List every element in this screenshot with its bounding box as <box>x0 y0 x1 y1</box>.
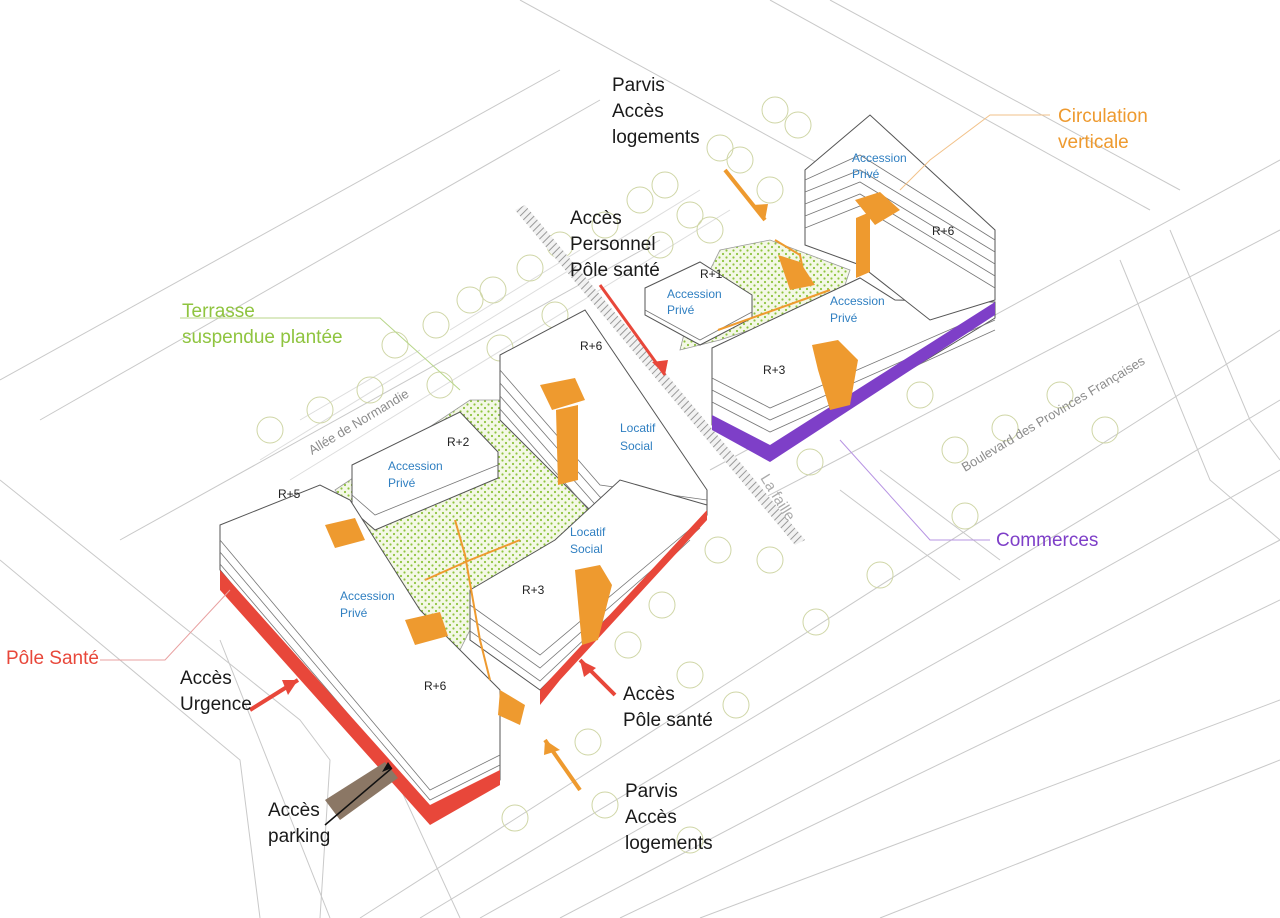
level-west-r6-south: R+6 <box>424 679 447 693</box>
callout-acces-sante-1: Accès <box>623 684 675 705</box>
use-east-r3-1: Accession <box>830 294 885 308</box>
level-west-r3: R+3 <box>522 583 545 597</box>
callout-pole-sante: Pôle Santé <box>6 648 99 669</box>
use-east-r6-1: Accession <box>852 151 907 165</box>
level-west-r6-north: R+6 <box>580 339 603 353</box>
use-west-r6-north-1: Locatif <box>620 421 656 435</box>
west-block <box>219 309 708 825</box>
callout-parking-1: Accès <box>268 800 320 821</box>
use-east-r1-2: Privé <box>667 303 695 317</box>
leader-lines <box>100 589 231 661</box>
callout-parvis-bottom-1: Parvis <box>625 781 678 802</box>
callout-urgence-2: Urgence <box>180 694 252 715</box>
callout-parvis-top-3: logements <box>612 127 700 148</box>
callout-personnel-1: Accès <box>570 208 622 229</box>
use-west-r6-south-2: Privé <box>340 606 368 620</box>
callout-parvis-bottom-3: logements <box>625 833 713 854</box>
parking-row <box>259 189 731 481</box>
west-sante-base-east <box>540 510 707 705</box>
callout-urgence-1: Accès <box>180 668 232 689</box>
callout-parking-2: parking <box>268 826 330 847</box>
callout-commerces: Commerces <box>996 530 1098 551</box>
callout-parvis-bottom-2: Accès <box>625 807 677 828</box>
east-block <box>644 114 996 462</box>
level-east-r3: R+3 <box>763 363 786 377</box>
level-east-r1: R+1 <box>700 267 723 281</box>
use-west-r6-south-1: Accession <box>340 589 395 603</box>
la-faille-hatch <box>515 205 805 545</box>
callout-personnel-3: Pôle santé <box>570 260 660 281</box>
use-west-r2-2: Privé <box>388 476 416 490</box>
use-west-r2-1: Accession <box>388 459 443 473</box>
use-west-r3-1: Locatif <box>570 525 606 539</box>
callout-terrasse-2: suspendue plantée <box>182 327 343 348</box>
callout-parvis-top-1: Parvis <box>612 75 665 96</box>
arrow-heads <box>282 204 768 772</box>
callout-circulation-2: verticale <box>1058 132 1129 153</box>
level-west-r2: R+2 <box>447 435 470 449</box>
callout-circulation-1: Circulation <box>1058 106 1148 127</box>
west-sante-base <box>220 570 500 825</box>
callout-terrasse-1: Terrasse <box>182 301 255 322</box>
callout-parvis-top-2: Accès <box>612 101 664 122</box>
level-east-r6: R+6 <box>932 224 955 238</box>
level-west-r5: R+5 <box>278 487 301 501</box>
callout-acces-sante-2: Pôle santé <box>623 710 713 731</box>
use-east-r6-2: Privé <box>852 167 880 181</box>
use-east-r1-1: Accession <box>667 287 722 301</box>
use-east-r3-2: Privé <box>830 311 858 325</box>
parking-ramp <box>325 762 398 820</box>
use-west-r6-north-2: Social <box>620 439 653 453</box>
street-boulevard-label: Boulevard des Provinces Françaises <box>959 353 1148 475</box>
use-west-r3-2: Social <box>570 542 603 556</box>
callout-personnel-2: Personnel <box>570 234 656 255</box>
